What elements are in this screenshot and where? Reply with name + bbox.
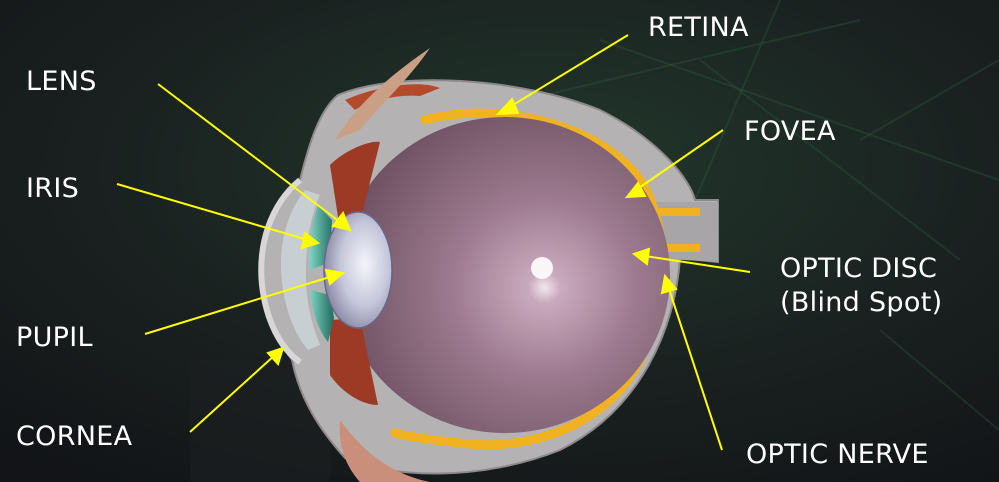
- label-pupil: PUPIL: [16, 324, 93, 351]
- label-cornea: CORNEA: [16, 423, 132, 450]
- cornea-arrowhead: [268, 348, 283, 364]
- label-fovea: FOVEA: [744, 118, 836, 145]
- label-retina: RETINA: [648, 14, 749, 41]
- fundus-light-spot: [531, 257, 553, 279]
- optic-nerve-pointer: [668, 286, 722, 450]
- label-optic-nerve: OPTIC NERVE: [746, 441, 929, 468]
- retina-pointer: [508, 35, 628, 108]
- label-iris: IRIS: [26, 175, 79, 202]
- label-optic-disc-line1: OPTIC DISC: [780, 252, 942, 286]
- lens: [324, 212, 392, 328]
- label-lens: LENS: [26, 68, 97, 95]
- cornea-pointer: [190, 355, 275, 432]
- label-optic-disc-line2: (Blind Spot): [780, 286, 942, 320]
- label-optic-disc: OPTIC DISC (Blind Spot): [780, 252, 942, 320]
